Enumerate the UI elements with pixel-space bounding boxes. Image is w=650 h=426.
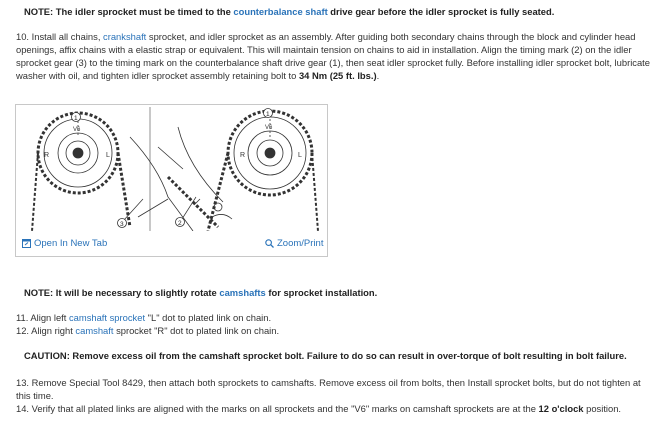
step-text: washer with oil, and tighten idler sproc… [16,70,299,81]
callout-2: 2 [175,196,197,227]
note-text: for sprocket installation. [265,287,378,298]
svg-text:L: L [298,152,302,159]
steps-11-12: 11. Align left camshaft sprocket "L" dot… [16,311,279,337]
svg-text:3: 3 [120,221,124,228]
step-13-line-2: this time. [16,390,54,401]
caution-oil: CAUTION: Remove excess oil from the cams… [24,350,627,361]
magnifier-icon [265,239,274,248]
note-idler-timing: NOTE: The idler sprocket must be timed t… [24,6,554,17]
camshafts-link[interactable]: camshafts [219,287,266,298]
step-10: 10. Install all chains, crankshaft sproc… [16,30,650,82]
crankshaft-link[interactable]: crankshaft [103,31,147,42]
zoom-print-label: Zoom/Print [277,238,324,249]
svg-text:V6: V6 [73,127,81,133]
step-text: sprocket, and idler sprocket as an assem… [146,31,636,42]
camshaft-link[interactable]: camshaft [75,325,114,336]
open-in-new-tab-link[interactable]: Open In New Tab [22,238,107,249]
note-text: NOTE: The idler sprocket must be timed t… [24,6,234,17]
step-10-line-1: 10. Install all chains, crankshaft sproc… [16,30,650,43]
zoom-print-link[interactable]: Zoom/Print [265,238,323,249]
step-10-line-4: washer with oil, and tighten idler sproc… [16,69,650,82]
left-camshaft-sprocket: V6 R L [36,111,120,195]
torque-spec: 34 Nm (25 ft. lbs.) [298,70,377,81]
svg-text:L: L [106,152,110,159]
svg-text:V6: V6 [265,125,273,131]
step-text: position. [583,403,622,414]
svg-text:1: 1 [74,115,78,122]
step-text: sprocket "R" dot to plated link on chain… [113,325,280,336]
clock-position: 12 o'clock [538,403,584,414]
callout-1-left: 1 [71,112,81,122]
figure-toolbar: Open In New Tab Zoom/Print [16,235,327,255]
note-text: NOTE: It will be necessary to slightly r… [24,287,220,298]
step-13-line-1: 13. Remove Special Tool 8429, then attac… [16,377,641,388]
counterbalance-shaft-link[interactable]: counterbalance shaft [233,6,328,17]
note-rotate-camshafts: NOTE: It will be necessary to slightly r… [24,287,377,298]
step-10-line-2: openings, affix chains with a elastic st… [16,44,632,55]
open-in-new-tab-label: Open In New Tab [34,238,108,249]
step-text: 14. Verify that all plated links are ali… [16,403,539,414]
step-11: 11. Align left camshaft sprocket "L" dot… [16,311,279,324]
svg-text:R: R [240,152,245,159]
step-text: 10. Install all chains, [16,31,104,42]
timing-diagram-figure: V6 R L V6 R L [15,104,328,257]
step-text: . [376,70,380,81]
callout-1-right: 1 [263,108,273,118]
step-text: "L" dot to plated link on chain. [145,312,272,323]
svg-text:2: 2 [178,220,182,227]
step-10-line-3: sprocket gear (3) to the timing mark on … [16,57,650,68]
open-in-new-tab-icon [22,238,31,248]
svg-text:1: 1 [266,111,270,118]
timing-chain-diagram[interactable]: V6 R L V6 R L [18,107,325,231]
camshaft-sprocket-link[interactable]: camshaft sprocket [68,312,146,323]
step-12: 12. Align right camshaft sprocket "R" do… [16,324,279,337]
callout-3: 3 [117,198,144,228]
note-text: drive gear before the idler sprocket is … [327,6,555,17]
step-text: 12. Align right [16,325,76,336]
steps-13-14: 13. Remove Special Tool 8429, then attac… [16,376,641,415]
svg-text:R: R [44,152,49,159]
step-14: 14. Verify that all plated links are ali… [16,402,641,415]
step-text: 11. Align left [16,312,69,323]
right-camshaft-sprocket: V6 R L [226,109,314,197]
